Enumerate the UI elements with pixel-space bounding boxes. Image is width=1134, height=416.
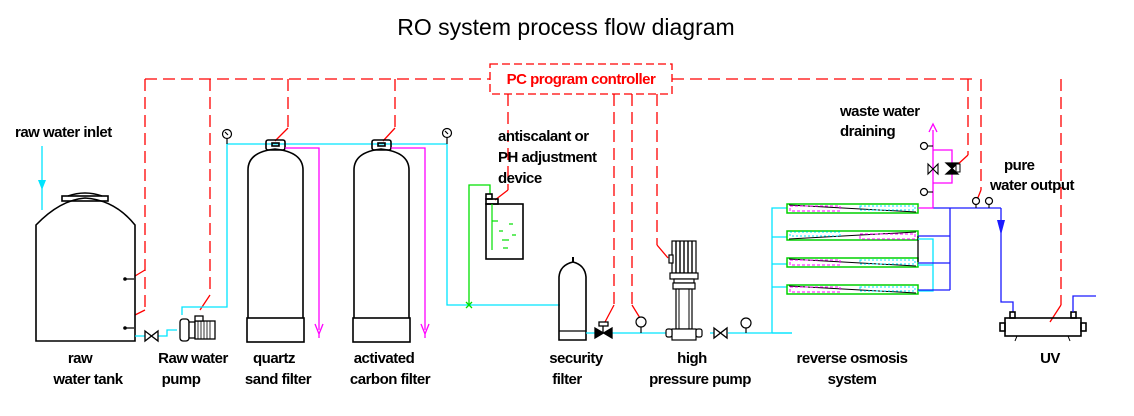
- label-raw-water-tank-1: raw: [68, 350, 93, 367]
- uv-sterilizer: [999, 295, 1096, 342]
- raw-water-pipe: [135, 143, 560, 337]
- high-pressure-gauge: [740, 317, 752, 333]
- antiscalant-label-1: antiscalant or: [498, 128, 589, 145]
- label-uv: UV: [1040, 350, 1060, 367]
- concentrate-hand-valve: [927, 162, 939, 176]
- label-quartz-sand-filter-1: quartz: [253, 350, 295, 367]
- label-activated-carbon-filter-1: activated: [354, 350, 415, 367]
- antiscalant-label-3: device: [498, 170, 542, 187]
- label-reverse-osmosis-2: system: [828, 371, 877, 388]
- tank-outlet-valve: [144, 329, 159, 343]
- low-pressure-switch: [635, 316, 647, 333]
- quartz-sand-filter: [246, 139, 324, 343]
- activated-carbon-filter: [352, 139, 430, 343]
- diagram-title: RO system process flow diagram: [397, 14, 734, 40]
- label-quartz-sand-filter-2: sand filter: [245, 371, 312, 388]
- label-high-pressure-pump-1: high: [677, 350, 707, 367]
- label-security-filter-1: security: [549, 350, 604, 367]
- motorized-valve: [594, 321, 613, 340]
- label-security-filter-2: filter: [552, 371, 582, 388]
- raw-water-inlet-arrow: [38, 146, 46, 210]
- control-signal-lines: [134, 78, 1062, 323]
- antiscalant-label-2: PH adjustment: [498, 149, 597, 166]
- controller-label: PC program controller: [507, 71, 656, 88]
- hand-valve: [713, 326, 728, 340]
- high-pressure-pump: [665, 240, 703, 341]
- pure-water-output: [971, 196, 1014, 312]
- raw-water-pump: [179, 315, 216, 342]
- pressure-gauge-1: [221, 128, 233, 144]
- equipment-labels: raw water tank Raw water pump quartz san…: [52, 350, 1061, 388]
- label-activated-carbon-filter-2: carbon filter: [350, 371, 431, 388]
- pure-water-label-1: pure: [1004, 157, 1035, 174]
- label-raw-water-tank-2: water tank: [52, 371, 123, 388]
- label-raw-water-pump-1: Raw water: [158, 350, 228, 367]
- waste-water-label-2: draining: [840, 123, 896, 140]
- waste-water-label-1: waste water: [839, 103, 920, 120]
- antiscalant-dosing-device: [465, 184, 524, 309]
- flush-solenoid-valve: [944, 162, 960, 175]
- reverse-osmosis-system: [771, 130, 1001, 334]
- label-reverse-osmosis-1: reverse osmosis: [797, 350, 908, 367]
- pc-program-controller: PC program controller: [489, 63, 673, 95]
- waste-water-drain: [919, 122, 961, 197]
- pure-water-label-2: water output: [989, 177, 1074, 194]
- label-high-pressure-pump-2: pressure pump: [649, 371, 751, 388]
- label-raw-water-pump-2: pump: [162, 371, 201, 388]
- raw-water-inlet-label: raw water inlet: [15, 124, 112, 141]
- pressure-gauge-2: [441, 127, 453, 144]
- raw-water-tank: [35, 192, 136, 342]
